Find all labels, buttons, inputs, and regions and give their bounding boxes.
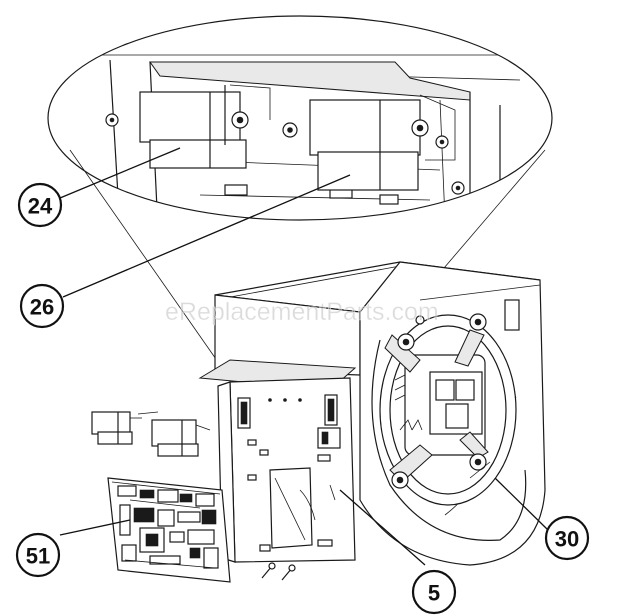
callout-24-label: 24 xyxy=(28,194,53,219)
callout-26-label: 26 xyxy=(30,295,54,320)
transformer-24-detail xyxy=(105,84,298,169)
callout-5: 5 xyxy=(411,569,457,615)
callout-51: 51 xyxy=(15,532,61,578)
callout-5-label: 5 xyxy=(428,581,440,606)
blower-assembly xyxy=(214,261,546,566)
watermark-text: eReplacementParts.com xyxy=(165,298,439,326)
control-panel-5 xyxy=(198,359,357,581)
callout-30: 30 xyxy=(544,515,590,561)
loose-transformers xyxy=(91,411,211,457)
control-board-51 xyxy=(107,477,231,583)
leader-lines xyxy=(59,147,549,566)
callout-51-label: 51 xyxy=(26,544,50,569)
callout-24: 24 xyxy=(17,182,63,228)
callout-26: 26 xyxy=(19,283,65,329)
callout-30-label: 30 xyxy=(555,527,579,552)
detail-view-ellipse xyxy=(47,15,553,221)
transformer-26-detail xyxy=(309,94,465,195)
